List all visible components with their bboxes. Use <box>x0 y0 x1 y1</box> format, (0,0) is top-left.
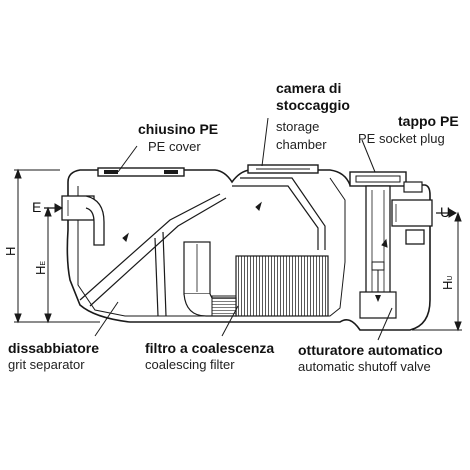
filter-title: filtro a coalescenza <box>145 340 275 356</box>
shutoff-subtitle: automatic shutoff valve <box>298 359 431 374</box>
pe-socket-plug <box>349 171 423 311</box>
grit-subtitle: grit separator <box>8 357 85 372</box>
outlet-label: U <box>440 204 451 220</box>
plug-subtitle: PE socket plug <box>358 131 445 146</box>
shutoff-title: otturatore automatico <box>298 342 443 358</box>
storage-title-line2: stoccaggio <box>276 97 350 113</box>
pe-cover-left <box>97 167 185 177</box>
coalescing-filter <box>183 241 329 317</box>
leader-lines <box>94 117 393 341</box>
storage-subtitle-line2: chamber <box>276 137 327 152</box>
flow-arrows <box>44 201 458 248</box>
dimension-lines <box>14 168 462 332</box>
storage-title-line1: camera di <box>276 80 342 96</box>
plug-title: tappo PE <box>398 113 459 129</box>
dimension-H-label: H <box>3 246 18 256</box>
tank-body <box>66 169 431 331</box>
dimension-HE-label: HE <box>33 260 48 275</box>
pe-cover-storage <box>247 164 319 174</box>
filter-subtitle: coalescing filter <box>145 357 235 372</box>
grit-title: dissabbiatore <box>8 340 100 356</box>
cover-title: chiusino PE <box>138 121 219 137</box>
dimension-HU-label: HU <box>440 275 455 290</box>
storage-chamber-wall <box>232 177 326 250</box>
grit-separator-chamber <box>79 193 227 317</box>
storage-subtitle-line1: storage <box>276 119 320 134</box>
shutoff-float <box>359 261 397 319</box>
outlet-pipe <box>391 199 433 245</box>
cover-subtitle: PE cover <box>148 139 201 154</box>
inlet-label: E <box>32 199 42 215</box>
